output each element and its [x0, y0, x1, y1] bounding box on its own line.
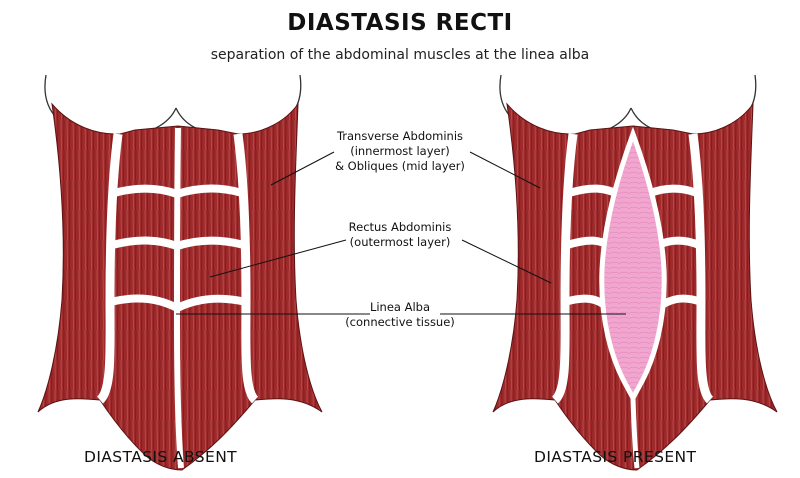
caption-diastasis-present: DIASTASIS PRESENT	[534, 448, 697, 466]
label-linea-alba: Linea Alba (connective tissue)	[320, 300, 480, 330]
page-subtitle: separation of the abdominal muscles at t…	[210, 47, 590, 63]
label-linea-line2: (connective tissue)	[345, 315, 455, 329]
label-rectus-line2: (outermost layer)	[349, 235, 451, 249]
leader-transverse-left	[270, 151, 335, 186]
label-rectus: Rectus Abdominis (outermost layer)	[320, 220, 480, 250]
label-transverse: Transverse Abdominis (innermost layer) &…	[320, 129, 480, 174]
label-transverse-line1: Transverse Abdominis	[336, 129, 464, 143]
leader-transverse-right	[469, 151, 541, 189]
leader-rectus-left	[209, 239, 347, 278]
leader-rectus-right	[461, 239, 552, 284]
page-title: DIASTASIS RECTI	[287, 10, 513, 36]
label-rectus-line1: Rectus Abdominis	[348, 220, 452, 234]
torso-right	[492, 74, 778, 471]
torso-left	[37, 74, 323, 471]
label-transverse-line2: (innermost layer)	[350, 144, 450, 158]
caption-diastasis-absent: DIASTASIS ABSENT	[84, 448, 238, 466]
label-transverse-line3: & Obliques (mid layer)	[335, 159, 465, 173]
label-linea-line1: Linea Alba	[369, 300, 431, 314]
leader-lines	[176, 151, 626, 315]
